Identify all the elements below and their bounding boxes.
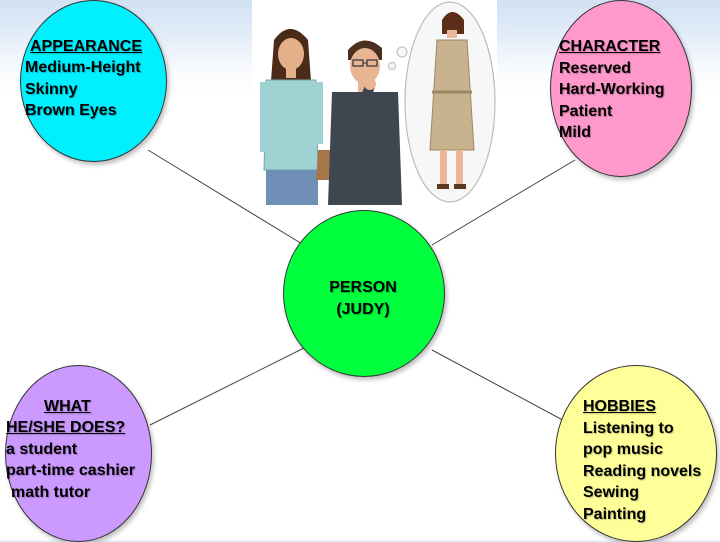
person-center-bubble bbox=[283, 210, 445, 377]
connector-hobbies bbox=[431, 349, 573, 426]
character-item: Patient bbox=[559, 102, 613, 120]
appearance-items: Medium-Height Skinny Brown Eyes bbox=[25, 57, 141, 122]
hobbies-item: Sewing bbox=[583, 484, 640, 501]
center-line-1: PERSON bbox=[329, 279, 397, 296]
work-item: math tutor bbox=[11, 483, 91, 501]
man-thinking-figure bbox=[328, 40, 402, 205]
work-text: HE/SHE DOES? a student part-time cashier… bbox=[6, 417, 135, 503]
center-line-2: (JUDY) bbox=[336, 300, 390, 318]
trench-coat-woman-figure bbox=[429, 12, 475, 189]
character-item: Hard-Working bbox=[559, 81, 665, 98]
character-heading: CHARACTER bbox=[559, 38, 661, 55]
character-item: Reserved bbox=[559, 59, 632, 77]
hobbies-item: pop music bbox=[583, 441, 664, 458]
appearance-item: Medium-Height bbox=[25, 59, 141, 76]
hobbies-bubble bbox=[555, 365, 717, 542]
connector-work bbox=[149, 344, 311, 426]
character-bubble bbox=[550, 0, 692, 177]
character-item: Mild bbox=[559, 124, 591, 141]
work-heading-2: HE/SHE DOES? bbox=[6, 419, 126, 436]
work-bubble bbox=[5, 365, 152, 542]
appearance-heading: APPEARANCE bbox=[30, 38, 143, 55]
center-text: PERSON (JUDY) bbox=[283, 277, 443, 320]
character-text: CHARACTER Reserved Hard-Working Patient … bbox=[559, 36, 664, 144]
hobbies-item: Painting bbox=[583, 505, 647, 523]
appearance-item: Skinny bbox=[25, 80, 78, 98]
hobbies-text: HOBBIES Listening to pop music Reading n… bbox=[583, 396, 701, 525]
appearance-item: Brown Eyes bbox=[25, 102, 117, 119]
appearance-bubble bbox=[20, 0, 167, 162]
connector-appearance bbox=[147, 149, 313, 251]
woman-figure bbox=[260, 29, 332, 205]
hobbies-heading: HOBBIES bbox=[583, 398, 656, 415]
work-item: a student bbox=[6, 440, 78, 458]
work-heading-1: WHAT bbox=[44, 398, 91, 415]
illustration bbox=[252, 0, 497, 205]
connector-character bbox=[431, 159, 576, 246]
hobbies-item: Reading novels bbox=[583, 462, 702, 480]
work-item: part-time cashier bbox=[6, 462, 135, 479]
hobbies-item: Listening to bbox=[583, 419, 674, 437]
appearance-text: APPEARANCE bbox=[30, 36, 142, 58]
